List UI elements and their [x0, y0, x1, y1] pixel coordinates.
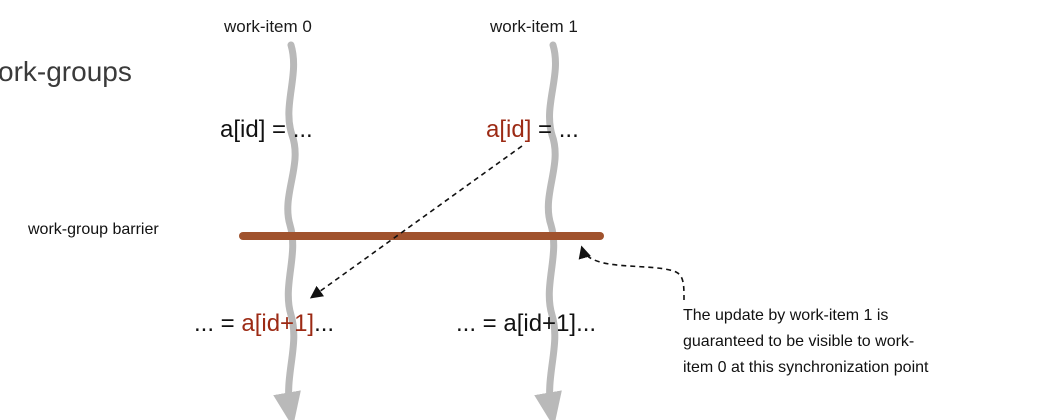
note-line-1: The update by work-item 1 is — [683, 307, 889, 324]
thread-line-work-item-1 — [534, 41, 562, 420]
read-expression-prefix: ... = — [194, 310, 242, 337]
work-item-1-label: work-item 1 — [490, 17, 578, 36]
write-expression-suffix: = ... — [531, 116, 579, 143]
read-expression-suffix: ... — [314, 310, 335, 337]
barrier-label: work-group barrier — [28, 221, 159, 238]
write-target-highlight: a[id] — [486, 116, 532, 143]
note-line-3: item 0 at this synchronization point — [683, 359, 929, 376]
work-item-0-label: work-item 0 — [224, 17, 312, 36]
work-item-1-read-expression: ... = a[id+1]... — [456, 312, 596, 336]
note-line-2: guaranteed to be visible to work- — [683, 333, 915, 350]
work-item-0-write-expression: a[id] = ... — [220, 118, 313, 142]
annotation-note: The update by work-item 1 is guaranteed … — [683, 303, 1043, 381]
work-item-1-write-expression: a[id] = ... — [486, 118, 579, 142]
dependency-arrow — [309, 145, 523, 299]
thread-line-work-item-0 — [273, 41, 301, 420]
read-target-highlight: a[id+1] — [241, 310, 315, 337]
read-expression-text: ... = a[id+1]... — [456, 310, 597, 337]
slide-heading-fragment: ork-groups — [0, 56, 132, 87]
callout-arrow — [578, 245, 685, 301]
work-item-0-read-expression: ... = a[id+1]... — [194, 312, 334, 336]
write-expression-text: a[id] = ... — [220, 116, 313, 143]
